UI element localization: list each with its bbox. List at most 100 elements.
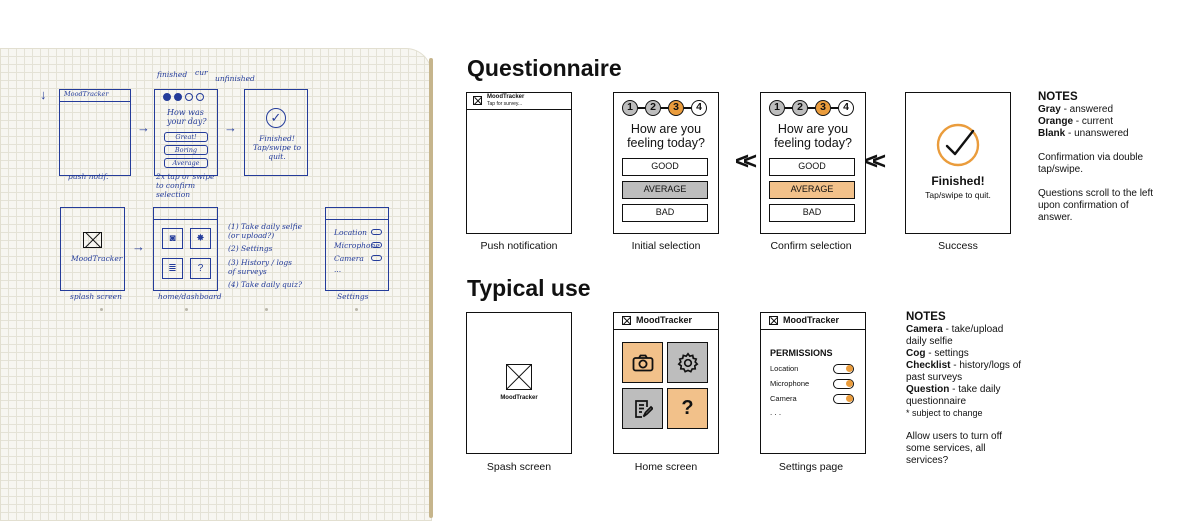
settings-tile[interactable] — [667, 342, 708, 383]
answer-average[interactable]: AVERAGE — [622, 181, 708, 199]
step-3: 3 — [668, 100, 684, 116]
sketch-option-great: Great! — [164, 132, 208, 142]
step-4: 4 — [691, 100, 707, 116]
sketch-setting-more: ... — [334, 265, 342, 274]
sketch-toggle — [371, 242, 382, 248]
sketch-home-note-1: (1) Take daily selfie (or upload?) — [228, 222, 303, 240]
progress-steps: 1 2 3 4 — [622, 100, 707, 116]
answer-average[interactable]: AVERAGE — [769, 181, 855, 199]
questionnaire-title: Questionnaire — [467, 55, 622, 81]
sketch-checklist-icon: ≣ — [162, 258, 183, 279]
question-text: How are you feeling today? — [774, 122, 852, 150]
sketch-setting-microphone: Microphone — [334, 241, 380, 250]
checklist-icon — [634, 399, 653, 418]
caption-push-notification: Push notification — [480, 240, 558, 252]
check-icon: ✓ — [266, 108, 286, 128]
step-2: 2 — [645, 100, 661, 116]
down-arrow-icon: ↓ — [40, 87, 47, 102]
sketch-home-phone: ◙ ✸ ≣ ? — [153, 207, 218, 291]
answer-good[interactable]: GOOD — [769, 158, 855, 176]
question-icon: ? — [681, 397, 694, 419]
notification-app-name: MoodTracker — [487, 94, 525, 100]
note-allow-services: Allow users to turn off some services, a… — [906, 431, 1002, 466]
note-cog: Cog - settings — [906, 348, 969, 359]
caption-settings-page: Settings page — [778, 461, 844, 473]
permission-label: Location — [770, 364, 799, 373]
caption-splash-screen: Spash screen — [486, 461, 552, 473]
sketch-home-note-3: (3) History / logs of surveys — [228, 258, 293, 276]
note-checklist: Checklist - history/logs of past surveys — [906, 360, 1022, 383]
app-bar-title: MoodTracker — [783, 315, 840, 325]
notification-banner[interactable]: MoodTracker Tap for survey... — [467, 93, 571, 110]
permission-label: Microphone — [770, 379, 810, 388]
sketch-splash-phone: MoodTracker — [60, 207, 125, 291]
app-logo-icon — [622, 316, 631, 325]
home-phone: MoodTracker ? — [613, 312, 719, 454]
notebook-edge — [429, 58, 433, 518]
caption-home-screen: Home screen — [634, 461, 698, 473]
sketch-setting-camera: Camera — [334, 254, 364, 263]
sketch-logo-icon — [83, 232, 102, 248]
grid-paper — [0, 48, 432, 521]
app-logo-icon — [769, 316, 778, 325]
step-1: 1 — [622, 100, 638, 116]
typical-use-notes: NOTES Camera - take/upload daily selfie … — [906, 311, 1022, 467]
success-title: Finished! — [931, 174, 985, 188]
step-4: 4 — [838, 100, 854, 116]
note-orange: Orange - current — [1038, 116, 1114, 127]
sketch-home-note-2: (2) Settings — [228, 244, 273, 253]
sketch-appbar — [154, 208, 217, 220]
paper-dot — [265, 308, 268, 311]
right-arrow-icon: → — [224, 120, 237, 135]
success-phone[interactable]: Finished! Tap/swipe to quit. — [905, 92, 1011, 234]
answer-bad[interactable]: BAD — [769, 204, 855, 222]
app-logo-icon — [473, 96, 482, 105]
answer-good[interactable]: GOOD — [622, 158, 708, 176]
permissions-more: . . . — [770, 408, 782, 417]
questionnaire-tile[interactable]: ? — [667, 388, 708, 429]
confirm-selection-phone: 1 2 3 4 How are you feeling today? GOOD … — [760, 92, 866, 234]
sketch-appbar — [326, 208, 388, 220]
caption-confirm-selection: Confirm selection — [770, 240, 852, 252]
progress-steps: 1 2 3 4 — [769, 100, 854, 116]
double-chevron-left-icon: << — [864, 148, 886, 175]
sketch-toggle — [371, 255, 382, 261]
permissions-heading: PERMISSIONS — [770, 348, 833, 358]
sketch-toggle — [371, 229, 382, 235]
right-arrow-icon: → — [132, 239, 145, 254]
camera-tile[interactable] — [622, 342, 663, 383]
app-bar: MoodTracker — [761, 313, 865, 330]
caption-initial-selection: Initial selection — [631, 240, 701, 252]
history-tile[interactable] — [622, 388, 663, 429]
questionnaire-notes: NOTES Gray - answered Orange - current B… — [1038, 91, 1156, 224]
checkmark-circle-icon — [936, 123, 980, 167]
app-bar: MoodTracker — [614, 313, 718, 330]
sketch-home-note-4: (4) Take daily quiz? — [228, 280, 302, 289]
notes-heading: NOTES — [1038, 91, 1078, 103]
step-2: 2 — [792, 100, 808, 116]
sketch-double-tap-note: 2x tap or swipe to confirm selection — [156, 172, 215, 199]
splash-phone: MoodTracker — [466, 312, 572, 454]
caption-success: Success — [938, 240, 978, 252]
double-chevron-left-icon: << — [735, 148, 757, 175]
microphone-toggle[interactable] — [833, 379, 854, 389]
sketch-label-unfinished: unfinished — [215, 74, 255, 83]
sketch-splash-name: MoodTracker — [71, 254, 123, 263]
app-bar-title: MoodTracker — [636, 315, 693, 325]
success-subtitle: Tap/swipe to quit. — [925, 190, 991, 200]
sketch-option-average: Average — [164, 158, 208, 168]
sketch-label-cur: cur — [195, 68, 208, 77]
note-camera: Camera - take/upload daily selfie — [906, 324, 1004, 347]
sketch-caption-home: home/dashboard — [158, 292, 222, 301]
sketch-question: How was your day? — [167, 108, 207, 126]
initial-selection-phone: 1 2 3 4 How are you feeling today? GOOD … — [613, 92, 719, 234]
answer-bad[interactable]: BAD — [622, 204, 708, 222]
sketch-question-phone: How was your day? Great! Boring Average — [154, 89, 218, 176]
location-toggle[interactable] — [833, 364, 854, 374]
sketch-caption-splash: splash screen — [70, 292, 122, 301]
sketch-camera-icon: ◙ — [162, 228, 183, 249]
sketch-setting-location: Location — [334, 228, 367, 237]
camera-toggle[interactable] — [833, 394, 854, 404]
sketch-caption-push: push notif. — [68, 172, 109, 181]
notes-heading: NOTES — [906, 311, 946, 323]
